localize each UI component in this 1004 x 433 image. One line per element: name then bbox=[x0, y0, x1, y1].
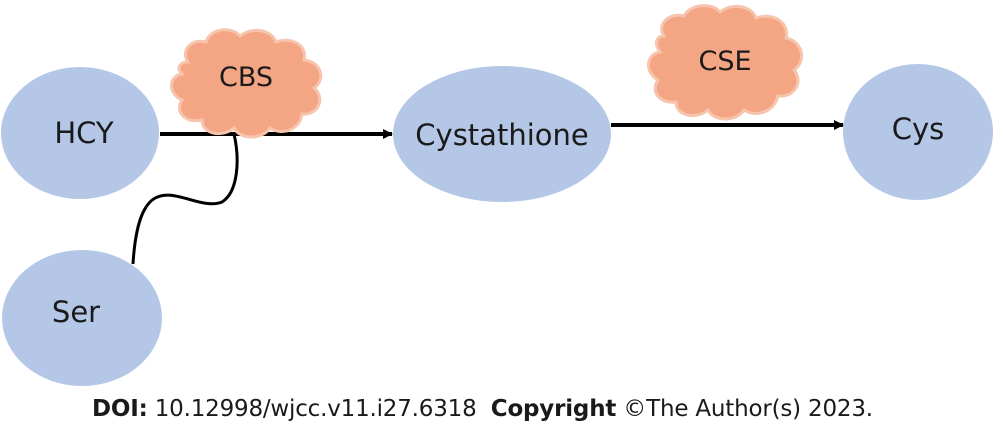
ser-connector-curve bbox=[131, 133, 239, 265]
cse-cloud bbox=[647, 4, 803, 121]
cystathionine-label: Cystathione bbox=[415, 118, 588, 152]
copyright-label: Copyright bbox=[490, 396, 617, 422]
copyright-text: ©The Author(s) 2023. bbox=[623, 396, 873, 422]
cys-label: Cys bbox=[892, 112, 945, 146]
cbs-label: CBS bbox=[219, 62, 273, 93]
cys-node bbox=[843, 64, 993, 200]
cse-label: CSE bbox=[698, 46, 751, 77]
ser-node bbox=[2, 250, 162, 386]
doi-label: DOI: bbox=[92, 396, 148, 422]
ser-label: Ser bbox=[52, 295, 100, 329]
hcy-node bbox=[1, 67, 159, 199]
cbs-cloud bbox=[170, 28, 323, 139]
doi-value: 10.12998/wjcc.v11.i27.6318 bbox=[154, 396, 477, 422]
hcy-label: HCY bbox=[54, 116, 114, 150]
citation-footer: DOI: 10.12998/wjcc.v11.i27.6318 Copyrigh… bbox=[92, 396, 873, 422]
cystathionine-node bbox=[393, 66, 611, 202]
